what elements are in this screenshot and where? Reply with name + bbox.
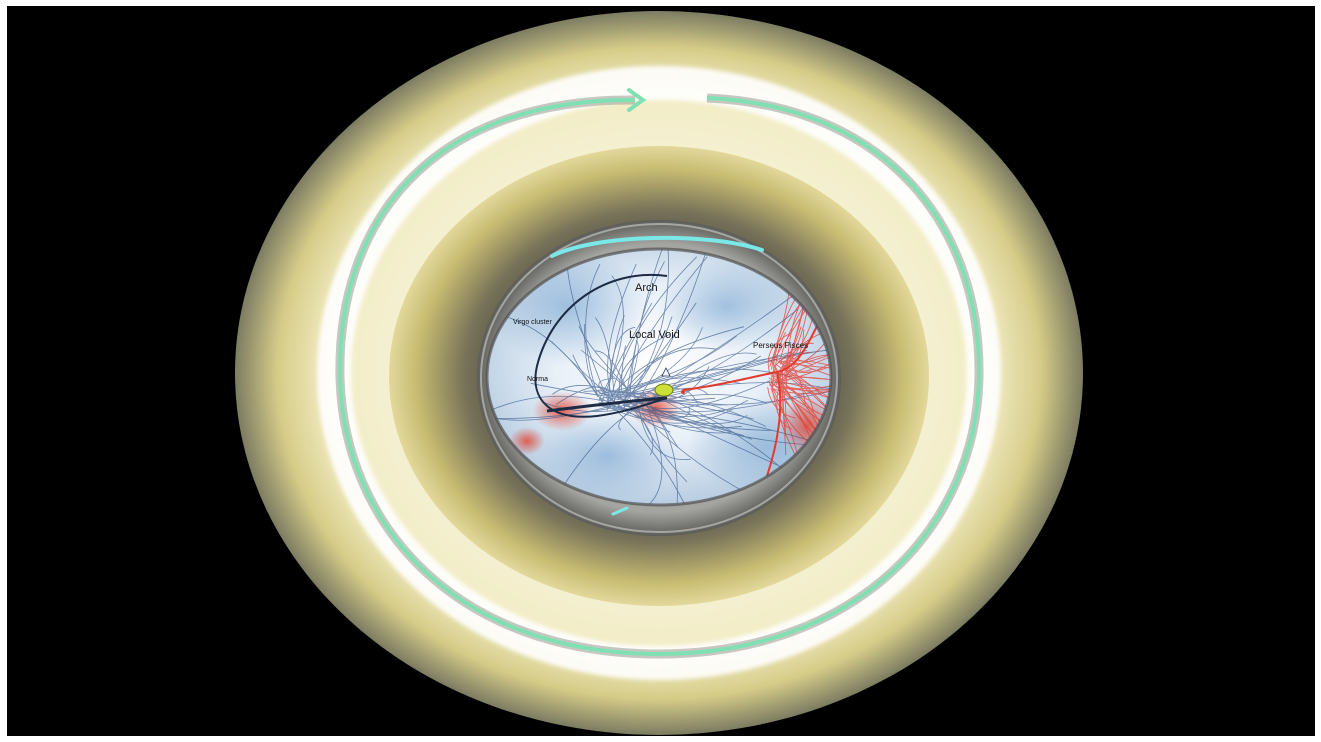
- blue-filament: [647, 406, 690, 419]
- red-filament: [774, 342, 814, 368]
- blue-filament: [583, 390, 645, 397]
- chevron-arrow-right-icon: [627, 88, 647, 112]
- red-filament: [781, 373, 831, 390]
- blue-filament: [619, 392, 767, 427]
- blue-filament: [633, 393, 688, 483]
- red-filament: [778, 358, 829, 373]
- red-filament: [780, 386, 787, 456]
- blue-filament: [622, 404, 748, 424]
- red-filament: [783, 367, 824, 397]
- label-local-void: Local Void: [629, 329, 680, 341]
- blue-filament: [645, 410, 663, 505]
- red-filament: [769, 293, 790, 367]
- blue-filament: [601, 393, 754, 420]
- blue-filament: [624, 383, 831, 413]
- blue-filament: [608, 326, 636, 402]
- blue-filament: [646, 405, 745, 437]
- label-arch: Arch: [635, 282, 658, 294]
- cosmic-web-map: Arch Local Void Perseus Pisces Virgo clu…: [487, 249, 831, 505]
- red-filament: [767, 331, 793, 375]
- red-filament: [770, 353, 792, 383]
- inner-cyan-arc: [550, 235, 764, 258]
- blue-filament: [620, 347, 717, 396]
- label-norma: Norma: [527, 376, 548, 383]
- blue-filament: [627, 405, 734, 434]
- label-virgo-cluster: Virgo cluster: [513, 319, 552, 326]
- blue-filament: [626, 249, 669, 401]
- red-filament: [786, 321, 831, 373]
- red-filament: [783, 373, 814, 413]
- blue-filament: [552, 385, 620, 395]
- image-frame: Arch Local Void Perseus Pisces Virgo clu…: [7, 6, 1315, 736]
- blue-filament: [615, 408, 686, 505]
- blue-filament: [608, 256, 697, 406]
- blue-filament: [631, 402, 752, 497]
- red-filament: [786, 358, 831, 392]
- flow-arrow-ring: [335, 88, 984, 659]
- red-filament: [767, 387, 796, 419]
- blue-filament: [607, 263, 637, 399]
- blue-filament: [580, 349, 646, 407]
- main-red-filament: [682, 325, 818, 391]
- blue-filament: [598, 302, 653, 402]
- red-filament: [782, 381, 831, 391]
- blue-filament: [594, 350, 633, 405]
- red-filament: [771, 371, 828, 380]
- milky-way-marker: [654, 383, 674, 397]
- red-filament: [780, 360, 831, 379]
- blue-filament: [598, 401, 773, 431]
- blue-filament: [555, 386, 614, 405]
- blue-filament: [594, 317, 616, 411]
- blue-filament: [626, 399, 749, 417]
- blue-filament: [487, 395, 604, 413]
- inner-cyan-tick: [611, 506, 629, 516]
- main-blue-filament: [534, 273, 668, 418]
- red-filament: [776, 351, 810, 379]
- blue-filament: [605, 394, 671, 433]
- blue-filament: [623, 249, 673, 409]
- blue-filament: [585, 263, 601, 397]
- blue-filament: [598, 335, 737, 395]
- blue-filament: [617, 316, 673, 406]
- red-filament: [770, 381, 831, 453]
- white-ring-band: [317, 66, 1001, 680]
- cosmic-web-diagram: Arch Local Void Perseus Pisces Virgo clu…: [235, 11, 1083, 735]
- red-filament: [777, 327, 831, 374]
- blue-filament: [619, 334, 670, 397]
- blue-filament: [620, 345, 626, 394]
- red-filament: [773, 298, 805, 375]
- blue-filament: [611, 326, 745, 397]
- blue-filament: [599, 275, 624, 407]
- white-triangle-icon: [661, 367, 671, 377]
- label-perseus-pisces: Perseus Pisces: [753, 341, 808, 350]
- red-filament: [784, 360, 806, 407]
- red-filament: [781, 347, 831, 381]
- red-filament: [772, 377, 831, 395]
- red-filament: [775, 358, 814, 372]
